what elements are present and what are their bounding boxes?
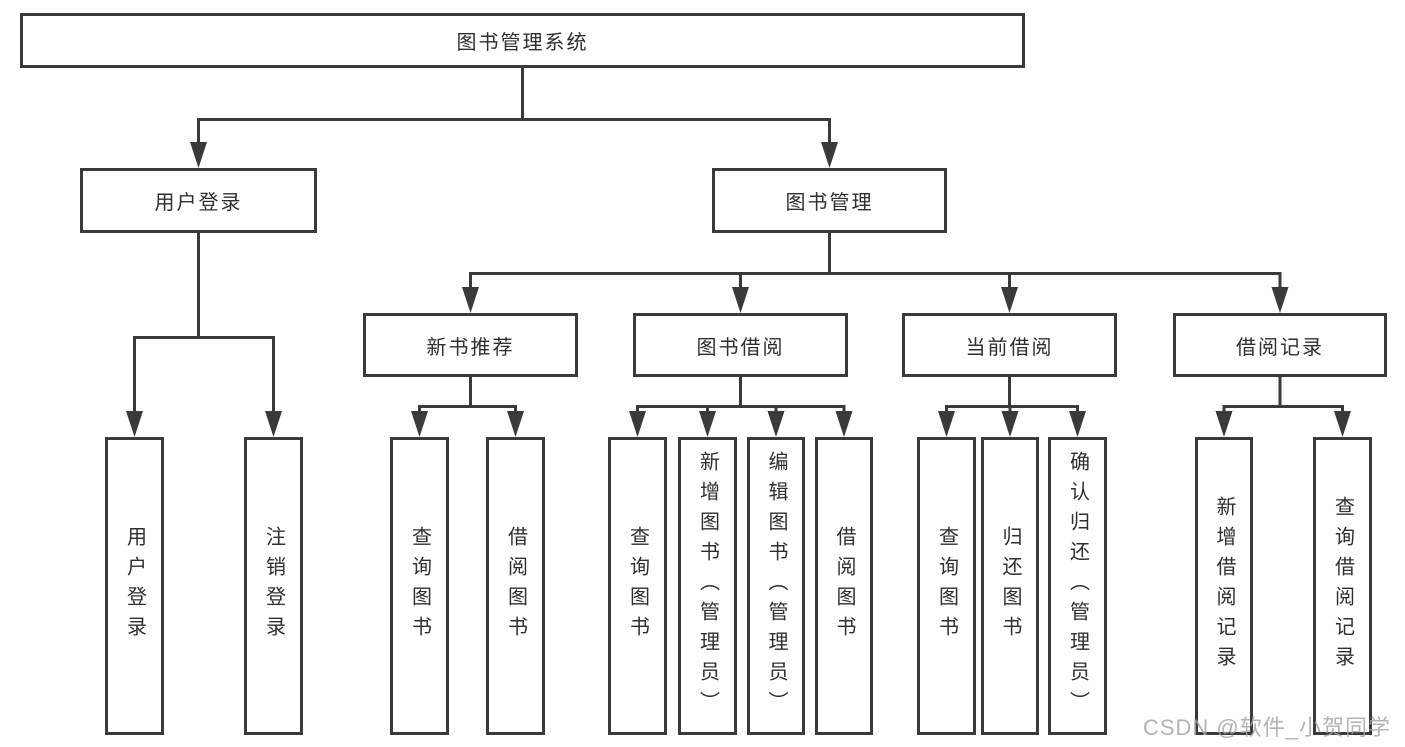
leaf-current-query-books-label: 查询图书	[935, 526, 958, 646]
node-user-login: 用户登录	[80, 168, 317, 233]
node-borrow-records-label: 借阅记录	[1236, 336, 1324, 359]
connector-root-to-branches	[190, 68, 838, 168]
node-book-borrow-label: 图书借阅	[696, 336, 785, 359]
node-current-borrow-label: 当前借阅	[965, 336, 1054, 359]
node-root-label: 图书管理系统	[456, 32, 589, 54]
leaf-recommend-query-books-label: 查询图书	[408, 526, 431, 646]
leaf-records-query-record-label: 查询借阅记录	[1331, 496, 1354, 676]
leaf-borrow-borrow-books: 借阅图书	[815, 437, 873, 735]
leaf-user-login: 用户登录	[105, 437, 164, 735]
node-borrow-records: 借阅记录	[1173, 313, 1387, 377]
leaf-current-query-books: 查询图书	[917, 437, 976, 735]
connector-user-login-to-leaves	[126, 233, 282, 437]
leaf-borrow-add-books-label: 新增图书（管理员）	[696, 451, 719, 721]
leaf-records-query-record: 查询借阅记录	[1313, 437, 1372, 735]
leaf-current-confirm-return: 确认归还（管理员）	[1048, 437, 1107, 735]
leaf-borrow-borrow-books-label: 借阅图书	[833, 526, 855, 646]
leaf-current-return-books-label: 归还图书	[999, 526, 1021, 646]
node-new-book-recommend: 新书推荐	[363, 313, 578, 377]
connector-borrow-to-leaves	[629, 377, 853, 437]
leaf-borrow-edit-books: 编辑图书（管理员）	[747, 437, 805, 735]
leaf-logout: 注销登录	[244, 437, 303, 735]
connector-recommend-to-leaves	[411, 377, 524, 437]
node-book-management: 图书管理	[712, 168, 947, 233]
node-new-book-recommend-label: 新书推荐	[426, 336, 515, 359]
node-current-borrow: 当前借阅	[902, 313, 1117, 377]
leaf-borrow-query-books: 查询图书	[608, 437, 667, 735]
leaf-borrow-query-books-label: 查询图书	[626, 526, 649, 646]
leaf-borrow-edit-books-label: 编辑图书（管理员）	[765, 451, 787, 721]
leaf-logout-label: 注销登录	[262, 526, 285, 646]
leaf-recommend-query-books: 查询图书	[390, 437, 449, 735]
leaf-records-add-record-label: 新增借阅记录	[1213, 496, 1235, 676]
leaf-current-confirm-return-label: 确认归还（管理员）	[1066, 451, 1089, 721]
watermark: CSDN @软件_小贺同学	[1142, 715, 1391, 740]
node-book-borrow: 图书借阅	[633, 313, 848, 377]
leaf-borrow-add-books: 新增图书（管理员）	[678, 437, 737, 735]
leaf-recommend-borrow-books-label: 借阅图书	[504, 526, 527, 646]
connector-records-to-leaves	[1215, 377, 1351, 437]
node-user-login-label: 用户登录	[154, 192, 243, 214]
leaf-records-add-record: 新增借阅记录	[1195, 437, 1253, 735]
node-book-management-label: 图书管理	[785, 192, 874, 214]
node-root: 图书管理系统	[20, 13, 1025, 68]
leaf-user-login-label: 用户登录	[123, 526, 146, 646]
connector-current-to-leaves	[938, 377, 1086, 437]
leaf-current-return-books: 归还图书	[981, 437, 1039, 735]
leaf-recommend-borrow-books: 借阅图书	[486, 437, 545, 735]
connector-book-management-to-modules	[462, 233, 1289, 313]
